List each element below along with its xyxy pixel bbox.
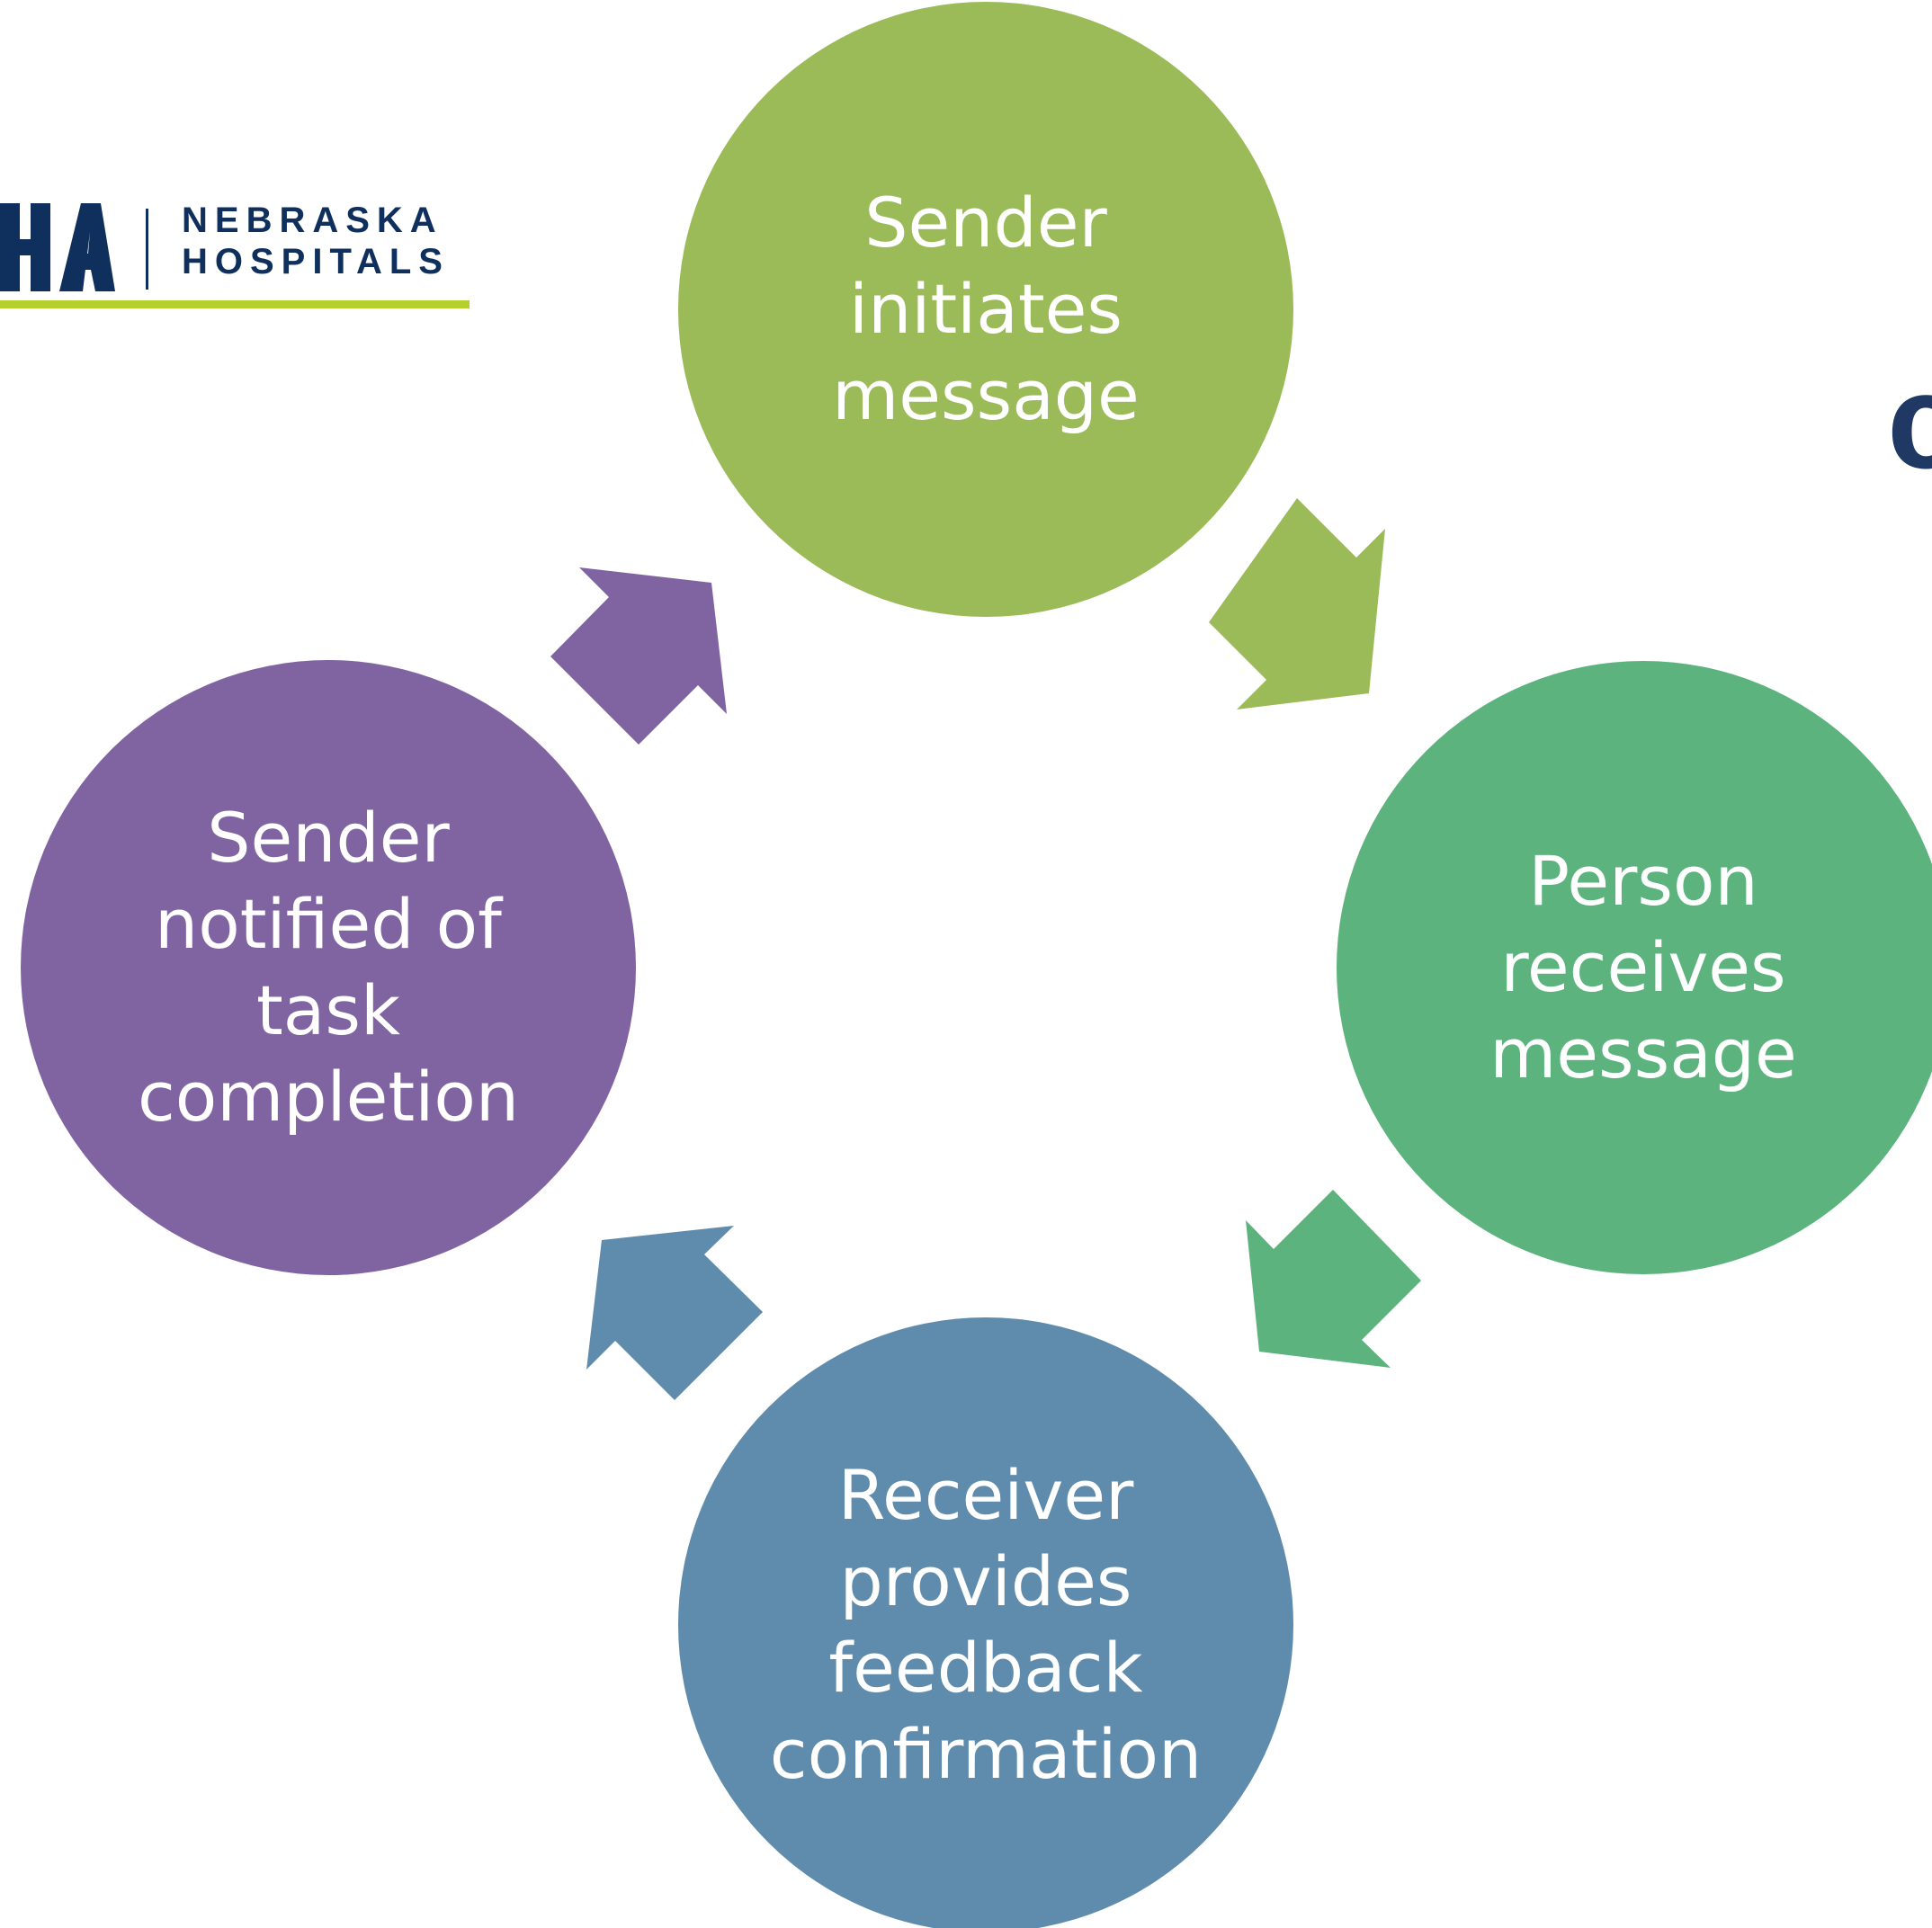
- node-circle-receive: [1337, 661, 1932, 1274]
- nha-logo: NEBRASKA HOSPITALS: [0, 189, 470, 311]
- logo-line-2: HOSPITALS: [182, 242, 450, 281]
- node-circle-initiate: [678, 2, 1293, 617]
- slide-title-fragment: c: [1887, 358, 1932, 484]
- node-label-feedback: Receiver provides feedback confirmation: [769, 1455, 1203, 1794]
- node-label-initiate: Sender initiates message: [832, 183, 1140, 435]
- slide-title-fragment-text: c: [1887, 358, 1932, 484]
- logo-line-1: NEBRASKA: [182, 201, 443, 240]
- arrow-receive-to-feedback: [1246, 1190, 1421, 1368]
- logo-underline-bar: [0, 300, 470, 308]
- arrow-feedback-to-notify: [586, 1226, 763, 1400]
- nha-logo-mark: [0, 203, 115, 291]
- logo-divider: [146, 209, 148, 290]
- node-label-notify: Sender notified of task completion: [137, 798, 519, 1137]
- node-circle-feedback: [678, 1317, 1293, 1928]
- logo-wordmark: NEBRASKA HOSPITALS: [182, 200, 450, 282]
- arrow-notify-to-initiate: [550, 567, 727, 745]
- node-circle-notify: [21, 660, 636, 1275]
- node-label-receive: Person receives message: [1489, 841, 1797, 1093]
- arrow-initiate-to-receive: [1209, 498, 1385, 710]
